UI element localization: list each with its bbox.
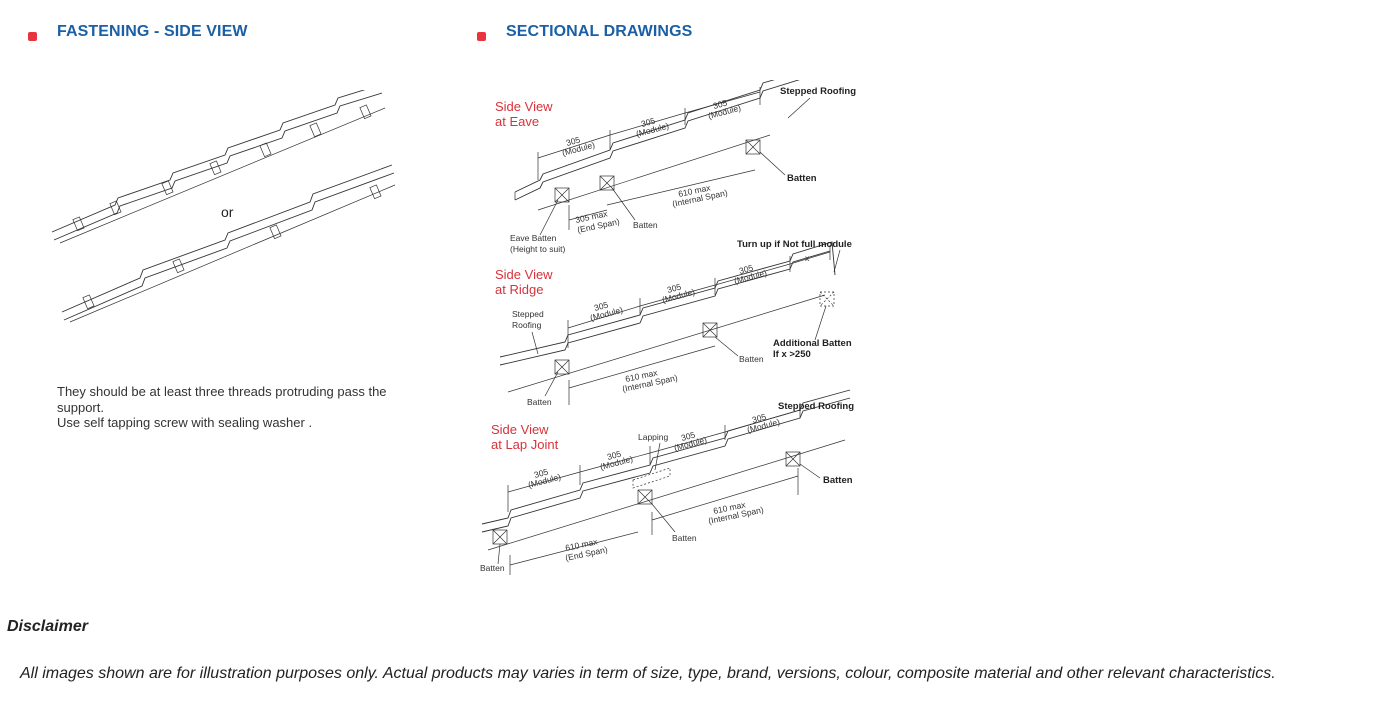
fastening-title: FASTENING - SIDE VIEW [57,23,248,40]
lap-batten-small: Batten [480,563,505,573]
disclaimer-title: Disclaimer [7,618,88,635]
ridge-title: at Ridge [495,282,543,297]
lap-module-value: 305 [680,430,697,443]
eave-batten: Batten [787,173,817,184]
ridge-stepped-roofing: Stepped [512,309,544,319]
lap-batten: Batten [823,475,853,486]
fastening-diagram [51,90,396,323]
fastening-sheet-lower [61,164,396,323]
eave-batten-label: Eave Batten [510,233,557,243]
bullet-icon [28,32,37,41]
fastening-note: They should be at least three threads pr… [57,384,387,431]
eave-module-value: 305 [565,135,582,148]
lap-module-value: 305 [533,467,550,480]
or-label: or [221,204,234,220]
disclaimer-text: All images shown are for illustration pu… [20,665,1276,682]
lap-drawing: Side View at Lap Joint 305 (Module) 305 … [480,389,854,575]
ridge-batten: Batten [739,354,764,364]
fastening-sheet-upper [51,90,386,244]
ridge-x-label: x [805,253,810,263]
ridge-module-value: 305 [666,282,683,295]
note-line: They should be at least three threads pr… [57,384,387,399]
eave-stepped-roofing: Stepped Roofing [780,86,856,97]
ridge-stepped-roofing: Roofing [512,320,542,330]
eave-title: at Eave [495,114,539,129]
ridge-additional-batten: Additional Batten [773,338,852,349]
lap-title: at Lap Joint [491,437,559,452]
lap-module-value: 305 [751,412,768,425]
lap-lapping: Lapping [638,432,669,442]
eave-module-value: 305 [640,116,657,129]
ridge-module-value: 305 [738,263,755,276]
eave-batten-label: (Height to suit) [510,244,565,254]
note-line: support. [57,399,104,415]
ridge-title: Side View [495,267,553,282]
ridge-batten: Batten [527,397,552,407]
eave-title: Side View [495,99,553,114]
eave-module-value: 305 [712,98,729,111]
bullet-icon [477,32,486,41]
lap-title: Side View [491,422,549,437]
lap-module-value: 305 [606,449,623,462]
batten-icon [554,139,761,203]
note-line: Use self tapping screw with sealing wash… [57,415,313,430]
eave-batten-small: Batten [633,220,658,230]
ridge-turn-up: Turn up if Not full module [737,239,852,250]
ridge-module-value: 305 [593,300,610,313]
lap-stepped-roofing: Stepped Roofing [778,401,854,412]
eave-drawing: Side View at Eave 305 (Module) 305 (Modu… [495,80,856,254]
lap-batten-small: Batten [672,533,697,543]
sectional-title: SECTIONAL DRAWINGS [506,23,693,40]
ridge-additional-batten: If x >250 [773,349,811,360]
ridge-drawing: Side View at Ridge 305 (Module) 305 (Mod… [495,239,852,407]
sectional-diagram: Side View at Eave 305 (Module) 305 (Modu… [480,80,856,575]
